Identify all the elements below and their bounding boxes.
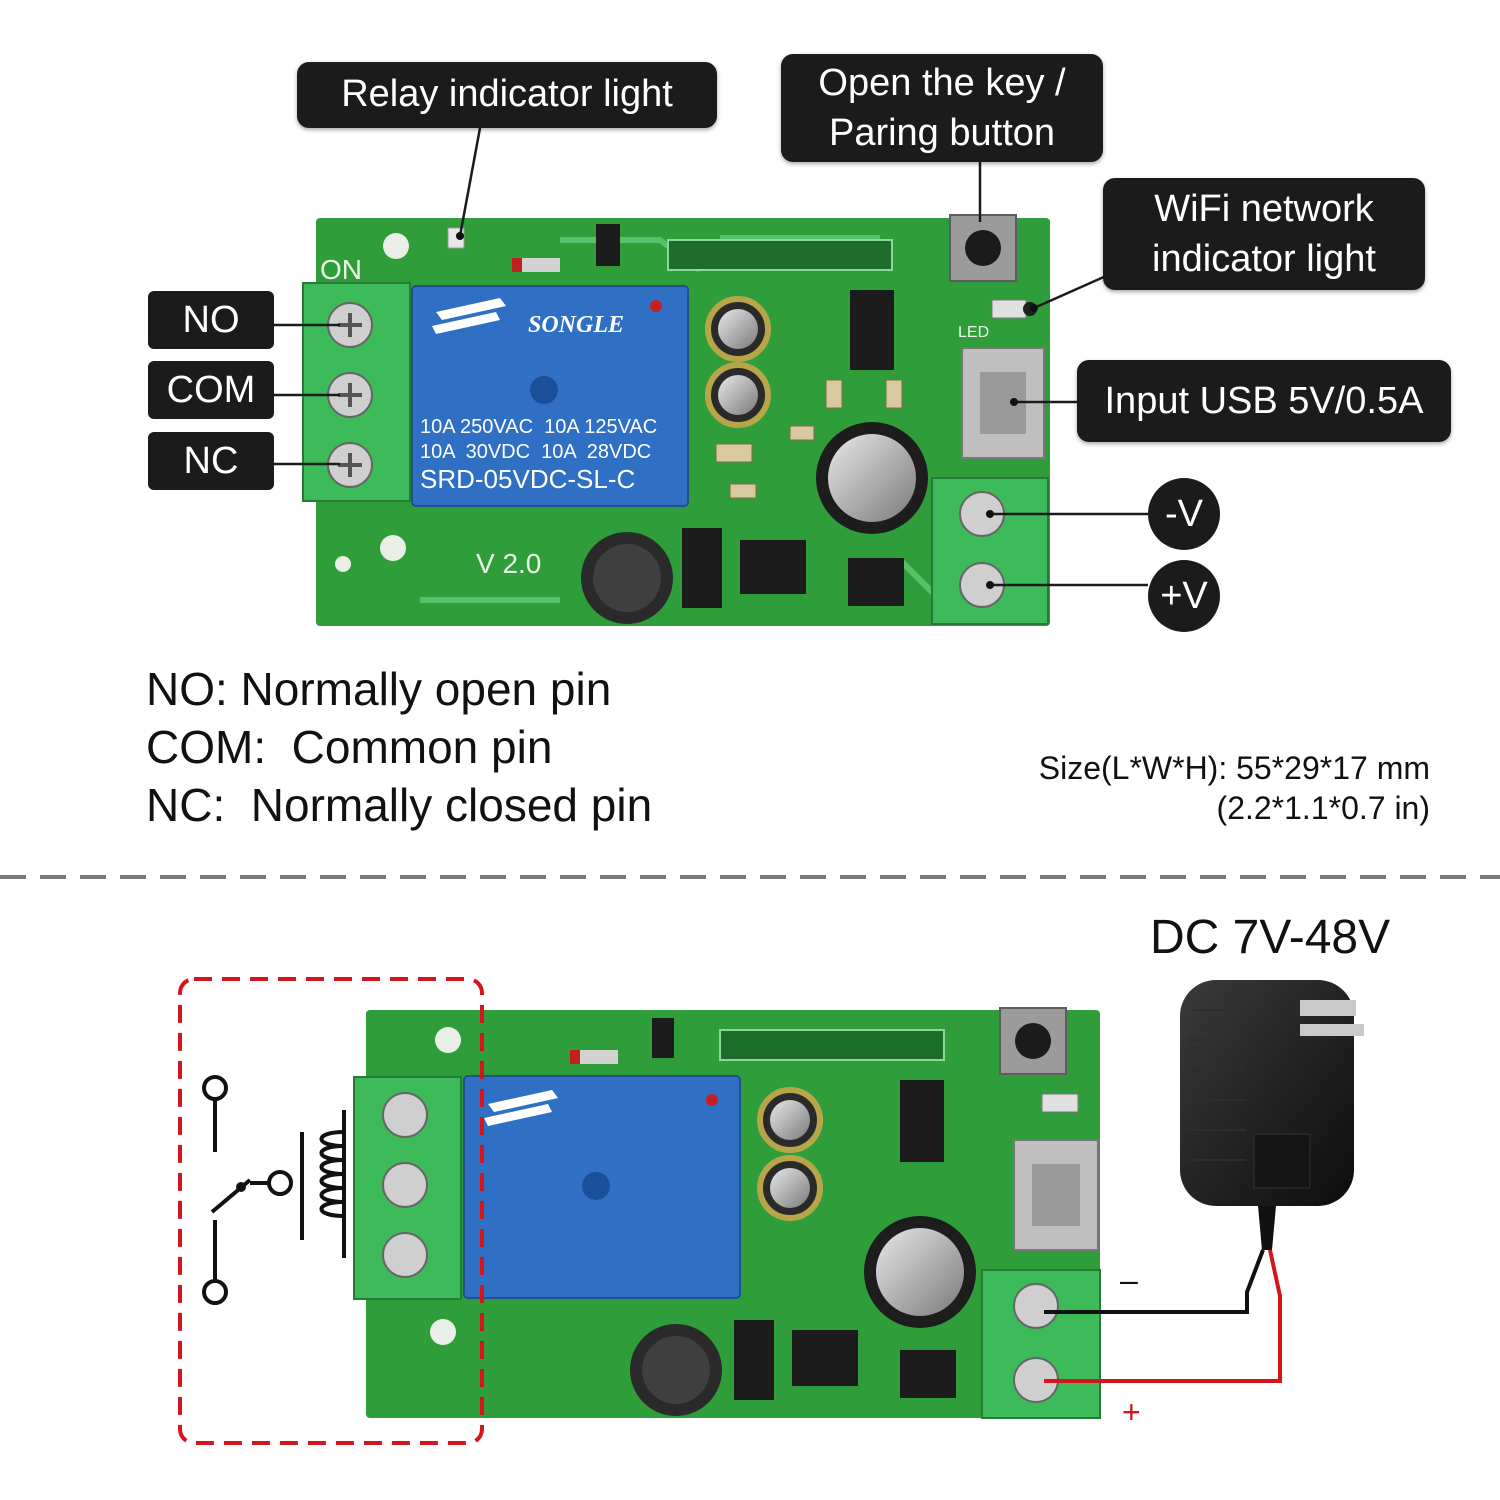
plus-wire-sign: +: [1122, 1394, 1141, 1430]
legend-nc: NC: Normally closed pin: [146, 779, 653, 831]
relay-brand-label: SONGLE: [528, 312, 625, 338]
minus-v-text: -V: [1165, 493, 1203, 535]
pin-com-label: COM: [148, 361, 274, 419]
relay-model-label: SRD-05VDC-SL-C: [420, 464, 636, 494]
pairing-button-callout: Open the key / Paring button: [781, 54, 1103, 162]
relay-rating-line2: 10A 30VDC 10A 28VDC: [420, 441, 652, 463]
relay-indicator-label: Relay indicator light: [341, 73, 673, 115]
relay-rating-line1: 10A 250VAC 10A 125VAC: [420, 416, 658, 438]
bottom-pcb-board: [353, 1007, 1101, 1419]
board-led-label: LED: [958, 324, 990, 341]
plus-v-badge: +V: [1148, 560, 1220, 632]
board-version-label: V 2.0: [476, 548, 542, 579]
size-imperial: (2.2*1.1*0.7 in): [1216, 790, 1430, 826]
usb-input-callout: Input USB 5V/0.5A: [1077, 360, 1451, 442]
pin-nc-label: NC: [148, 432, 274, 490]
top-leader-lines: [274, 127, 1148, 587]
pin-com-text: COM: [166, 369, 256, 411]
pin-nc-text: NC: [183, 440, 239, 482]
legend-no: NO: Normally open pin: [146, 663, 612, 715]
wifi-label-line2: indicator light: [1152, 238, 1376, 280]
size-metric: Size(L*W*H): 55*29*17 mm: [1038, 750, 1430, 786]
minus-wire-sign: –: [1120, 1262, 1138, 1298]
pairing-label-line2: Paring button: [828, 112, 1056, 154]
power-adapter-image: [1180, 980, 1364, 1250]
plus-v-text: +V: [1160, 575, 1208, 617]
power-wires: [1044, 1249, 1282, 1383]
relay-schematic: [178, 977, 484, 1445]
pin-no-text: NO: [182, 299, 240, 341]
legend-com: COM: Common pin: [146, 721, 553, 773]
pairing-label-line1: Open the key /: [818, 62, 1066, 104]
wifi-label-line1: WiFi network: [1154, 188, 1374, 230]
top-pcb-board: [302, 214, 1050, 626]
usb-input-label: Input USB 5V/0.5A: [1104, 380, 1424, 422]
board-on-label: ON: [320, 254, 362, 285]
minus-v-badge: -V: [1148, 478, 1220, 550]
relay-indicator-callout: Relay indicator light: [297, 62, 717, 128]
wifi-indicator-callout: WiFi network indicator light: [1103, 178, 1425, 290]
dc-supply-label: DC 7V-48V: [1150, 911, 1391, 964]
pin-no-label: NO: [148, 291, 274, 349]
